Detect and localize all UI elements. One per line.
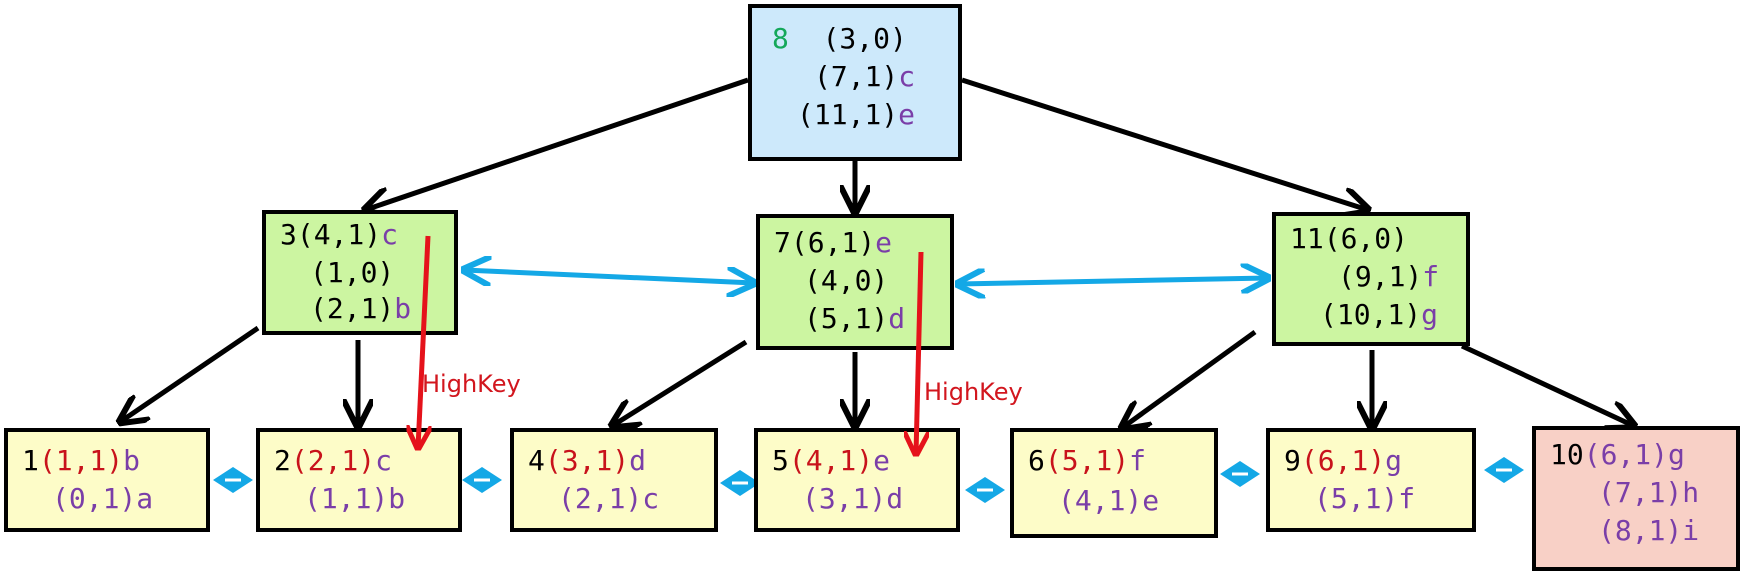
page-number: 9 xyxy=(1284,444,1301,477)
page-number: 7 xyxy=(774,226,791,259)
leaf-node-page2: 2(2,1)c (1,1)b xyxy=(256,428,462,532)
tid: (9,1) xyxy=(1338,260,1423,293)
leaf-sibling-link-2-4 xyxy=(462,467,502,493)
leaf-node-page1: 1(1,1)b (0,1)a xyxy=(4,428,210,532)
tid: (10,1) xyxy=(1320,298,1422,331)
tid: (1,1) xyxy=(38,444,124,477)
tid: (6,1) xyxy=(790,226,876,259)
tid: (6,1) xyxy=(1300,444,1386,477)
tid: (3,0) xyxy=(822,22,907,55)
sibling-link-page3-page7 xyxy=(464,270,754,283)
key: g xyxy=(1421,298,1439,331)
pointer-page7-to-page4 xyxy=(612,339,748,426)
tid: (8,1) xyxy=(1598,514,1683,547)
inner-node-page3: 3(4,1)c (1,0) (2,1)b xyxy=(262,210,458,335)
tid: (6,0) xyxy=(1323,222,1409,255)
leaf-node-page6: 6(5,1)f (4,1)e xyxy=(1010,428,1218,538)
tid: (4,1) xyxy=(296,218,382,251)
key: b xyxy=(394,292,412,325)
key: c xyxy=(898,60,916,93)
key: f xyxy=(1129,444,1147,477)
page-number: 4 xyxy=(528,444,545,477)
key: f xyxy=(1422,260,1440,293)
pointer-page3-to-page1 xyxy=(120,325,260,422)
tid: (11,1) xyxy=(797,98,899,131)
key: e xyxy=(898,98,916,131)
tid: (5,1) xyxy=(804,302,889,335)
highkey-label-page7: HighKey xyxy=(924,378,1023,406)
key: e xyxy=(1142,484,1160,517)
tid: (2,1) xyxy=(558,482,643,515)
tid: (2,1) xyxy=(310,292,395,325)
page-number: 3 xyxy=(280,218,297,251)
leaf-sibling-link-5-6 xyxy=(965,477,1005,503)
inner-node-page11: 11(6,0) (9,1)f (10,1)g xyxy=(1272,212,1470,346)
key: e xyxy=(875,226,893,259)
key: d xyxy=(886,482,904,515)
key: f xyxy=(1398,482,1416,515)
leaf-node-page4: 4(3,1)d (2,1)c xyxy=(510,428,718,532)
inner-node-page7: 7(6,1)e (4,0) (5,1)d xyxy=(756,214,954,350)
tid: (4,0) xyxy=(804,264,889,297)
key: a xyxy=(136,482,154,515)
page-number: 10 xyxy=(1550,438,1584,471)
page-number: 1 xyxy=(22,444,39,477)
pointer-page11-to-page6 xyxy=(1122,329,1257,428)
key: g xyxy=(1668,438,1685,471)
page-number: 5 xyxy=(772,444,789,477)
tid: (5,1) xyxy=(1044,444,1130,477)
highkey-label-page3: HighKey xyxy=(422,370,521,398)
page-number: 6 xyxy=(1028,444,1045,477)
pointer-page11-to-page10 xyxy=(1460,343,1634,426)
tid: (1,0) xyxy=(310,256,395,289)
root-node-page8: 8 (3,0) (7,1)c (11,1)e xyxy=(748,4,962,161)
key: c xyxy=(381,218,399,251)
key: c xyxy=(642,482,660,515)
sibling-link-page7-page11 xyxy=(958,278,1268,284)
page-number: 11 xyxy=(1290,222,1324,255)
tid: (3,1) xyxy=(802,482,887,515)
key: c xyxy=(375,444,393,477)
leaf-sibling-link-9-10 xyxy=(1484,457,1524,483)
key: e xyxy=(873,444,891,477)
leaf-node-page9: 9(6,1)g (5,1)f xyxy=(1266,428,1476,532)
leaf-sibling-link-6-9 xyxy=(1220,461,1260,487)
key: b xyxy=(388,482,406,515)
tid: (3,1) xyxy=(544,444,630,477)
page-number: 2 xyxy=(274,444,291,477)
pointer-root-to-page11 xyxy=(961,77,1368,210)
pointer-root-to-page3 xyxy=(365,77,749,210)
leaf-sibling-link-4-5 xyxy=(720,470,760,496)
tid: (2,1) xyxy=(290,444,376,477)
leaf-sibling-link-1-2 xyxy=(213,467,253,493)
page-number: 8 xyxy=(772,22,789,55)
leaf-node-page5: 5(4,1)e (3,1)d xyxy=(754,428,960,532)
tid: (7,1) xyxy=(814,60,899,93)
tid: (6,1) xyxy=(1583,438,1669,471)
leaf-node-page10: 10(6,1)g (7,1)h (8,1)i xyxy=(1532,426,1740,571)
tid: (4,1) xyxy=(788,444,874,477)
tid: (0,1) xyxy=(52,482,137,515)
key: g xyxy=(1385,444,1403,477)
key: h xyxy=(1682,476,1700,509)
tid: (7,1) xyxy=(1598,476,1683,509)
key: i xyxy=(1682,514,1700,547)
key: d xyxy=(629,444,647,477)
key: b xyxy=(123,444,141,477)
tid: (1,1) xyxy=(304,482,389,515)
tid: (4,1) xyxy=(1058,484,1143,517)
key: d xyxy=(888,302,906,335)
tid: (5,1) xyxy=(1314,482,1399,515)
